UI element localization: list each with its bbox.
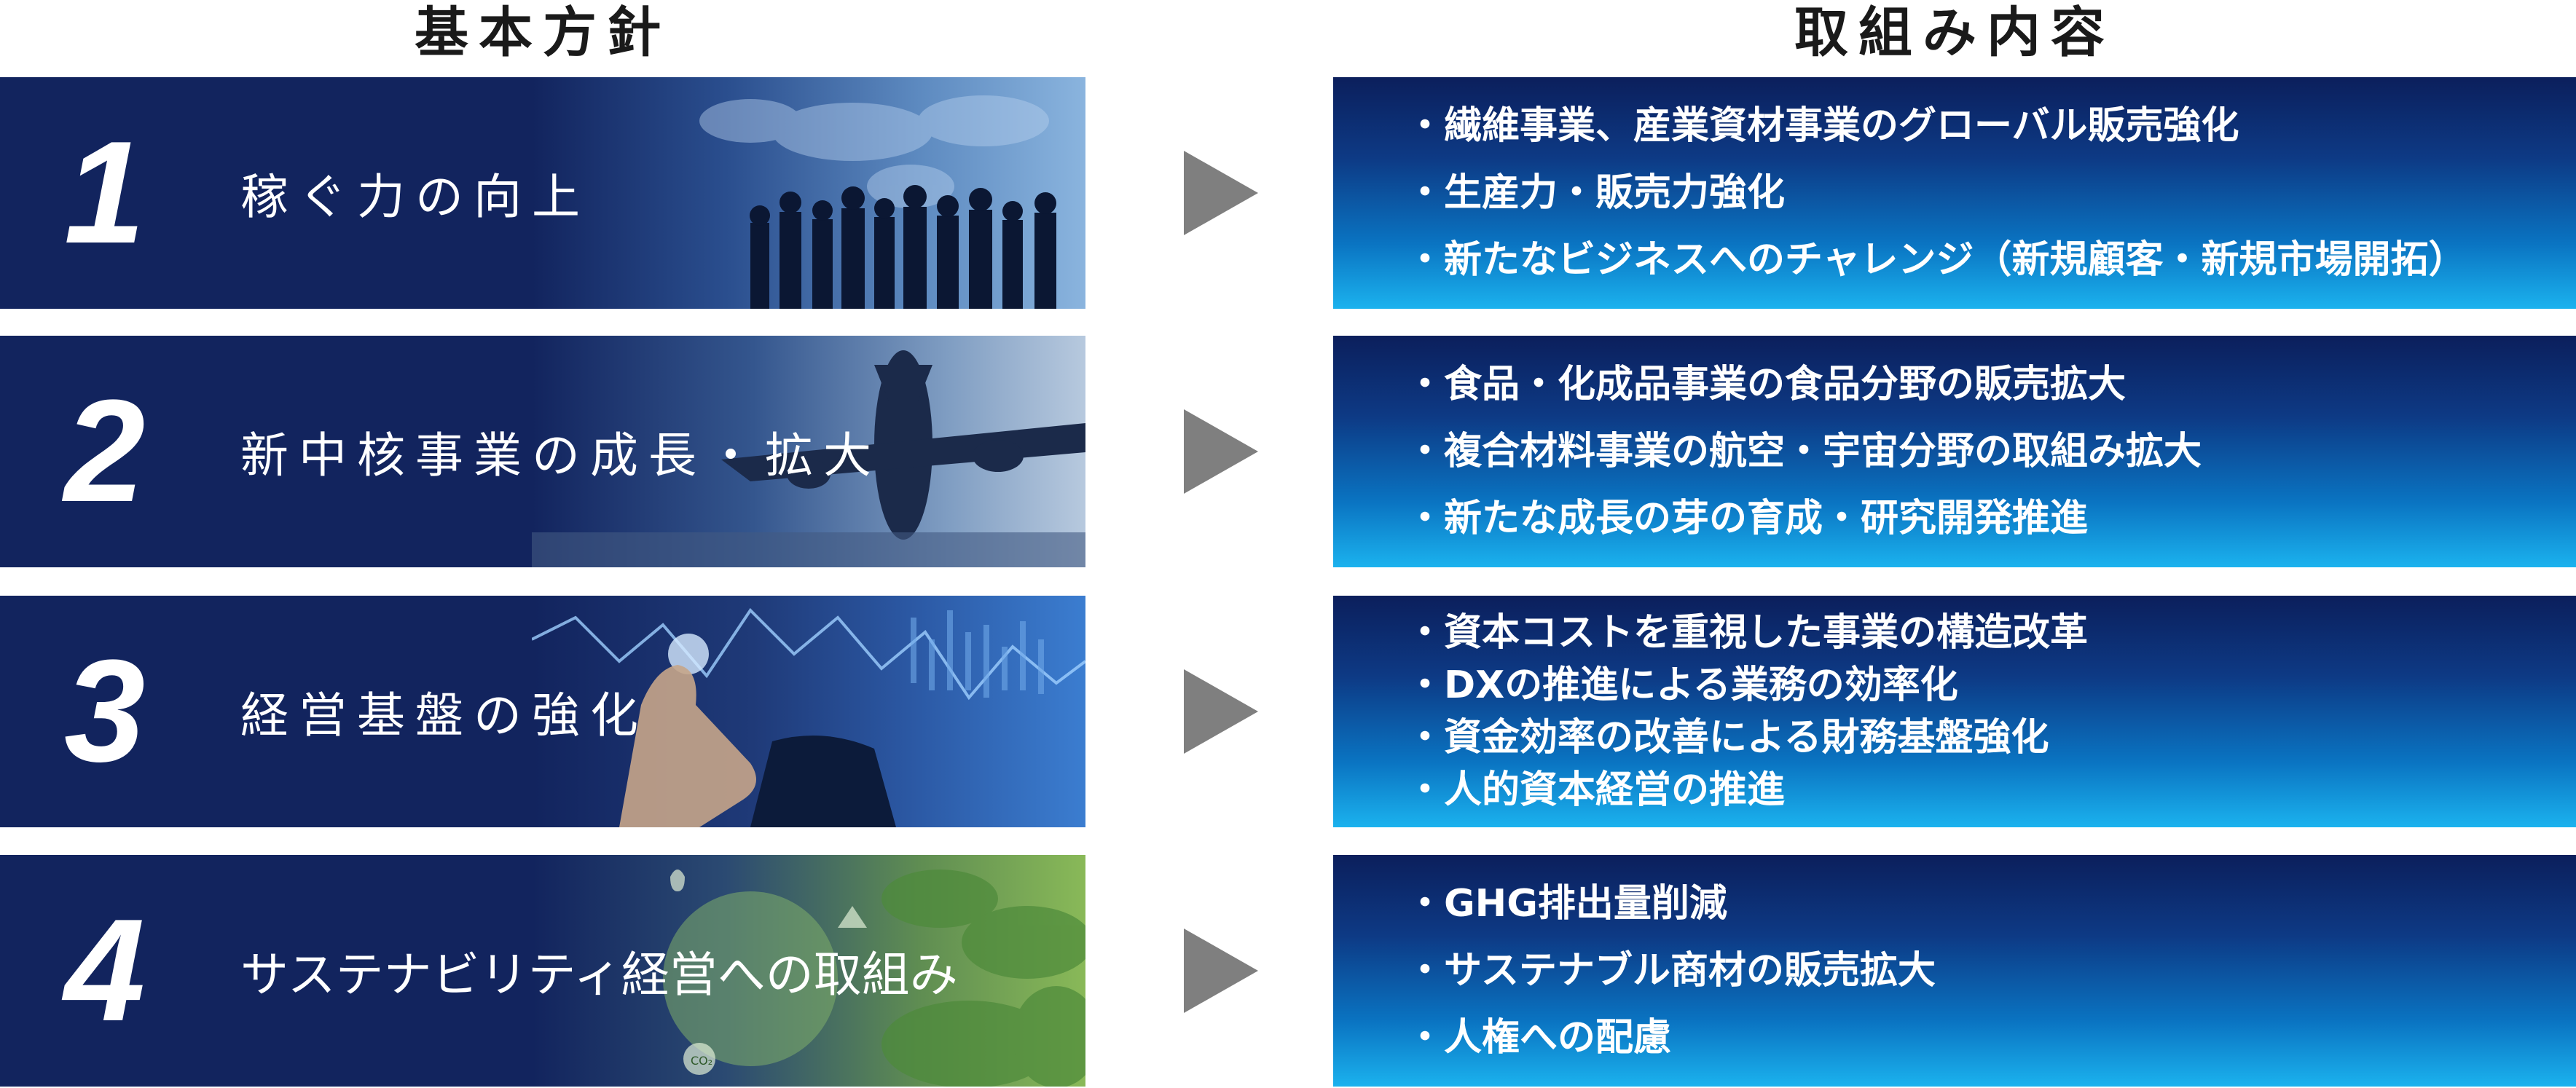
policy-row-4: CO₂ 4 サステナビリティ経営への取組み [0, 855, 1085, 1087]
action-box-2: ・食品・化成品事業の食品分野の販売拡大 ・複合材料事業の航空・宇宙分野の取組み拡… [1333, 336, 2576, 567]
action-item: ・繊維事業、産業資材事業のグローバル販売強化 [1406, 104, 2239, 148]
action-item: ・GHG排出量削減 [1406, 882, 1727, 926]
action-item: ・資本コストを重視した事業の構造改革 [1406, 611, 2089, 655]
policy-row-2: 2 新中核事業の成長・拡大 [0, 336, 1085, 567]
policy-number: 4 [64, 889, 146, 1052]
policy-number: 2 [64, 370, 146, 532]
action-item: ・生産力・販売力強化 [1406, 171, 1786, 215]
policy-row-3: 3 経営基盤の強化 [0, 596, 1085, 827]
action-item: ・資金効率の改善による財務基盤強化 [1406, 716, 2049, 760]
arrow-right-icon [1184, 409, 1258, 494]
co2-text: CO₂ [691, 1054, 712, 1068]
policy-label: サステナビリティ経営への取組み [240, 947, 958, 1003]
arrow-right-icon [1184, 151, 1258, 235]
action-item: ・複合材料事業の航空・宇宙分野の取組み拡大 [1406, 430, 2202, 473]
finger-touch-chart-photo [532, 596, 1085, 827]
policy-number: 1 [64, 111, 146, 274]
action-item: ・新たな成長の芽の育成・研究開発推進 [1406, 497, 2089, 540]
arrow-right-icon [1184, 929, 1258, 1013]
action-item: ・食品・化成品事業の食品分野の販売拡大 [1406, 363, 2127, 406]
action-item: ・人権への配慮 [1406, 1016, 1672, 1060]
action-box-1: ・繊維事業、産業資材事業のグローバル販売強化 ・生産力・販売力強化 ・新たなビジ… [1333, 77, 2576, 309]
action-box-4: ・GHG排出量削減 ・サステナブル商材の販売拡大 ・人権への配慮 [1333, 855, 2576, 1087]
policy-label: 新中核事業の成長・拡大 [240, 427, 881, 484]
action-item: ・サステナブル商材の販売拡大 [1406, 949, 1936, 993]
airplane-photo [532, 336, 1085, 567]
action-box-3: ・資本コストを重視した事業の構造改革 ・DXの推進による業務の効率化 ・資金効率… [1333, 596, 2576, 827]
policy-header: 基本方針 [415, 1, 671, 64]
world-map-business-people-photo [532, 77, 1085, 309]
policy-label: 経営基盤の強化 [240, 687, 648, 744]
green-earth-leaves-photo: CO₂ [532, 855, 1085, 1087]
arrow-right-icon [1184, 669, 1258, 754]
action-item: ・DXの推進による業務の効率化 [1406, 663, 1958, 707]
policy-number: 3 [64, 630, 146, 792]
policy-label: 稼ぐ力の向上 [240, 169, 590, 225]
action-item: ・人的資本経営の推進 [1406, 768, 1786, 812]
action-item: ・新たなビジネスへのチャレンジ（新規顧客・新規市場開拓） [1406, 238, 2467, 282]
actions-header: 取組み内容 [1794, 1, 2115, 64]
policy-row-1: 1 稼ぐ力の向上 [0, 77, 1085, 309]
